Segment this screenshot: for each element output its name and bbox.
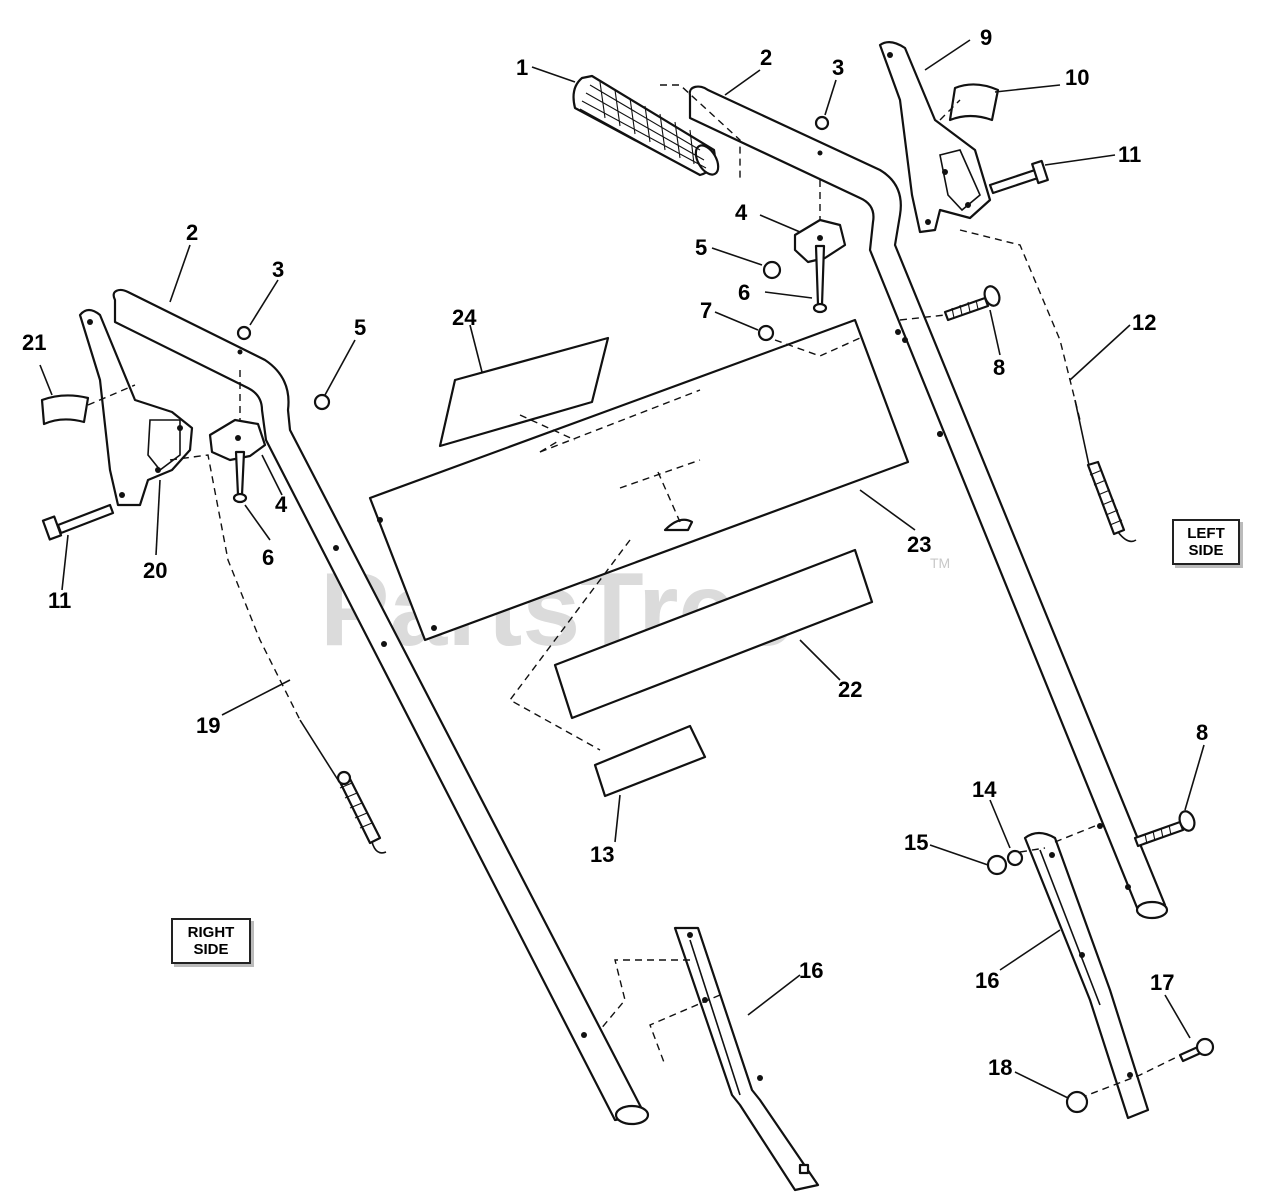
handle-bracket-right[interactable] (78, 308, 194, 507)
clamp-left[interactable] (793, 218, 847, 264)
lower-handle-right[interactable] (673, 926, 820, 1192)
nut-7[interactable] (757, 324, 775, 342)
callout-17: 17 (1150, 970, 1174, 995)
callout-9: 9 (980, 25, 992, 50)
washer-3-left[interactable] (814, 115, 830, 131)
strap-left[interactable] (948, 83, 1000, 122)
nut-18[interactable] (1065, 1090, 1089, 1114)
left-side-label-line2: SIDE (1188, 542, 1224, 559)
callout-11: 11 (1118, 142, 1141, 167)
callout-4: 4 (735, 200, 748, 225)
callout-5: 5 (695, 235, 707, 260)
callout-15: 15 (904, 830, 928, 855)
bolt-left[interactable] (988, 159, 1049, 195)
callout-12: 12 (1132, 310, 1156, 335)
control-panel[interactable] (368, 318, 943, 642)
callout-16: 16 (975, 968, 999, 993)
callout-6: 6 (262, 545, 274, 570)
screw-17[interactable] (1178, 1037, 1215, 1063)
callout-6: 6 (738, 280, 750, 305)
nut-15[interactable] (986, 854, 1008, 876)
callout-19: 19 (196, 713, 220, 738)
callout-23: 23 (907, 532, 931, 557)
callout-2: 2 (760, 45, 772, 70)
callout-4: 4 (275, 492, 288, 517)
callout-3: 3 (832, 55, 844, 80)
callout-20: 20 (143, 558, 167, 583)
nut-5-right[interactable] (313, 393, 331, 411)
screw-right[interactable] (232, 450, 248, 504)
right-handle-tube[interactable] (112, 289, 650, 1126)
callout-1: 1 (516, 55, 528, 80)
callout-8: 8 (1196, 720, 1208, 745)
lower-handle-left[interactable] (1023, 831, 1150, 1120)
callout-7: 7 (700, 298, 712, 323)
washer-3-right[interactable] (236, 325, 252, 341)
callout-5: 5 (354, 315, 366, 340)
right-side-label-line2: SIDE (193, 941, 229, 958)
callout-8: 8 (993, 355, 1005, 380)
callout-3: 3 (272, 257, 284, 282)
right-side-label-line1: RIGHT (187, 924, 235, 941)
callout-21: 21 (22, 330, 46, 355)
bolt-right[interactable] (41, 503, 115, 541)
left-side-label: LEFT SIDE (1172, 519, 1240, 565)
watermark-trademark: TM (930, 555, 950, 571)
strap-right[interactable] (40, 394, 90, 426)
callout-10: 10 (1065, 65, 1089, 90)
callout-16: 16 (799, 958, 823, 983)
right-side-label: RIGHT SIDE (171, 918, 251, 964)
callout-11: 11 (48, 588, 71, 613)
callout-24: 24 (452, 305, 477, 330)
callout-14: 14 (972, 777, 997, 802)
callout-18: 18 (988, 1055, 1012, 1080)
nut-5-left[interactable] (762, 260, 782, 280)
handle-bracket-left[interactable] (878, 41, 992, 234)
callout-2: 2 (186, 220, 198, 245)
washer-14[interactable] (1006, 849, 1024, 867)
clamp-right[interactable] (208, 418, 267, 462)
handle-grip[interactable] (572, 74, 723, 178)
decal-24[interactable] (438, 336, 610, 448)
callout-22: 22 (838, 677, 862, 702)
control-cable-right[interactable] (169, 454, 387, 854)
bolt-8-upper[interactable] (943, 284, 1002, 322)
decal-13[interactable] (593, 724, 707, 798)
left-side-label-line1: LEFT (1187, 525, 1225, 542)
decal-22[interactable] (553, 548, 874, 720)
bolt-8-lower[interactable] (1133, 809, 1197, 848)
callout-13: 13 (590, 842, 614, 867)
screw-left[interactable] (812, 244, 828, 314)
